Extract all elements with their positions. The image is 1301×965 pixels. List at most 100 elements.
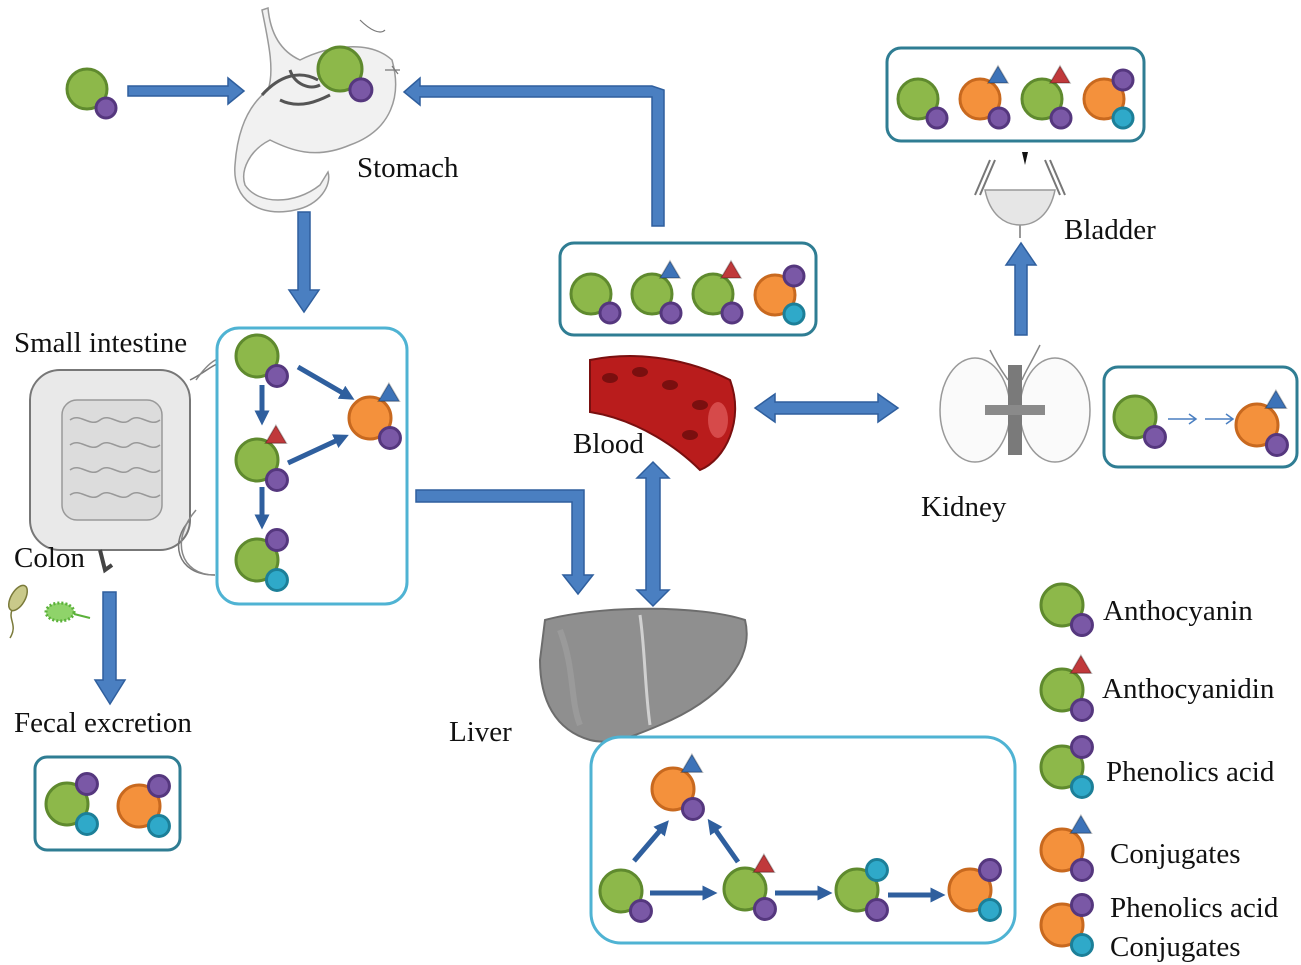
conjugate-core	[347, 395, 393, 441]
sugar-moiety	[146, 774, 171, 799]
aglycone-triangle	[1069, 653, 1093, 674]
anthocyanin-core	[569, 272, 613, 316]
phenolic-moiety	[977, 897, 1002, 922]
phenolic-moiety	[1111, 106, 1135, 130]
blood-label: Blood	[573, 428, 644, 460]
anthocyanidin-core	[691, 272, 735, 316]
anthocyanin-core	[65, 67, 109, 111]
sugar-moiety	[864, 897, 889, 922]
sugar-moiety	[1049, 106, 1073, 130]
sugar-moiety	[74, 772, 99, 797]
legend-phenolic-acid-conjugates-line2: Conjugates	[1110, 931, 1241, 963]
inner-arrows	[254, 364, 946, 903]
arrow-kidney-to-bladder	[1004, 241, 1038, 336]
arrow-colon-to-fecal	[93, 591, 127, 706]
arrow-stomach-to-intestine	[287, 211, 321, 314]
legend-phenolic-acid-conjugates-line1: Phenolics acid	[1110, 892, 1279, 924]
kidney-label: Kidney	[921, 491, 1007, 523]
sugar-moiety	[628, 898, 653, 923]
phenolic-moiety	[1069, 774, 1094, 799]
phenolic-core	[234, 537, 280, 583]
flow-arrows	[93, 76, 1038, 706]
conjugate-core	[1234, 402, 1280, 448]
bladder-label: Bladder	[1064, 214, 1156, 246]
sugar-moiety	[977, 858, 1002, 883]
phenolic-conjugate-core	[116, 783, 162, 829]
legend-anthocyanidin: Anthocyanidin	[1102, 673, 1275, 705]
kidney-illustration	[939, 344, 1091, 463]
colon-label: Colon	[14, 542, 85, 574]
small-intestine-label: Small intestine	[14, 327, 188, 359]
arrow-intake-to-stomach	[127, 76, 246, 106]
phenolic-moiety	[864, 858, 889, 883]
anthocyanin-core	[1039, 582, 1085, 628]
anthocyanidin-core	[1020, 77, 1064, 121]
conjugate-triangle	[986, 64, 1010, 84]
bladder-box	[885, 46, 1146, 143]
anthocyanidin-core	[1039, 667, 1085, 713]
phenolic-conjugate-core	[947, 867, 993, 913]
phenolic-core	[1039, 744, 1085, 790]
arrow-blood-to-stomach	[402, 76, 665, 227]
conjugate-triangle	[377, 381, 401, 402]
blood-vessel-illustration	[589, 355, 737, 472]
anthocyanidin-core	[234, 437, 280, 483]
sugar-moiety	[1069, 735, 1094, 760]
kidney-box-arrows	[1168, 413, 1235, 425]
anthocyanin-core	[234, 333, 280, 379]
aglycone-triangle	[1048, 64, 1072, 84]
sugar-moiety	[348, 77, 374, 103]
sugar-moiety	[1069, 697, 1094, 722]
sugar-moiety	[782, 264, 806, 288]
conjugate-triangle	[658, 259, 682, 279]
sugar-moiety	[94, 96, 118, 120]
phenolic-core	[44, 781, 90, 827]
phenolic-core	[834, 867, 880, 913]
arrow-blood-kidney	[753, 392, 900, 424]
sugar-moiety	[1069, 893, 1094, 918]
phenolic-conjugate-core	[753, 273, 797, 317]
anthocyanin-core	[896, 77, 940, 121]
liver-illustration	[538, 607, 748, 743]
fecal-excretion-label: Fecal excretion	[14, 707, 192, 739]
phenolic-moiety	[782, 302, 806, 326]
anthocyanin-core	[1112, 394, 1158, 440]
sugar-moiety	[377, 425, 402, 450]
sugar-moiety	[1264, 432, 1289, 457]
conjugate-triangle	[1264, 388, 1288, 409]
anthocyanin-core	[598, 868, 644, 914]
legend-conjugates: Conjugates	[1110, 838, 1241, 870]
sugar-moiety	[1111, 68, 1135, 92]
conjugate-triangle	[680, 752, 704, 773]
conjugate-core	[650, 766, 696, 812]
sugar-moiety	[720, 301, 744, 325]
conjugate-core	[1039, 827, 1085, 873]
anthocyanidin-core	[722, 866, 768, 912]
phenolic-moiety	[264, 567, 289, 592]
sugar-moiety	[264, 467, 289, 492]
sugar-moiety	[752, 896, 777, 921]
anthocyanin-core	[316, 45, 364, 93]
arrow-intestine-to-liver	[415, 489, 595, 596]
aglycone-triangle	[752, 852, 776, 873]
blood-box	[558, 241, 818, 337]
sugar-moiety	[659, 301, 683, 325]
conjugate-core	[958, 77, 1002, 121]
sugar-moiety	[264, 528, 289, 553]
sugar-moiety	[598, 301, 622, 325]
phenolic-moiety	[74, 811, 99, 836]
bladder-illustration	[974, 152, 1066, 238]
sugar-moiety	[1142, 424, 1167, 449]
sugar-moiety	[1069, 857, 1094, 882]
phenolic-conjugate-core	[1039, 902, 1085, 948]
sugar-moiety	[925, 106, 949, 130]
phenolic-moiety	[1069, 932, 1094, 957]
sugar-moiety	[987, 106, 1011, 130]
stomach-label: Stomach	[357, 152, 459, 184]
anthocyanin-core	[630, 272, 674, 316]
phenolic-moiety	[146, 813, 171, 838]
conjugate-triangle	[1069, 813, 1093, 834]
gut-bacteria-icon	[7, 584, 91, 639]
legend-phenolic-acid: Phenolics acid	[1106, 756, 1275, 788]
